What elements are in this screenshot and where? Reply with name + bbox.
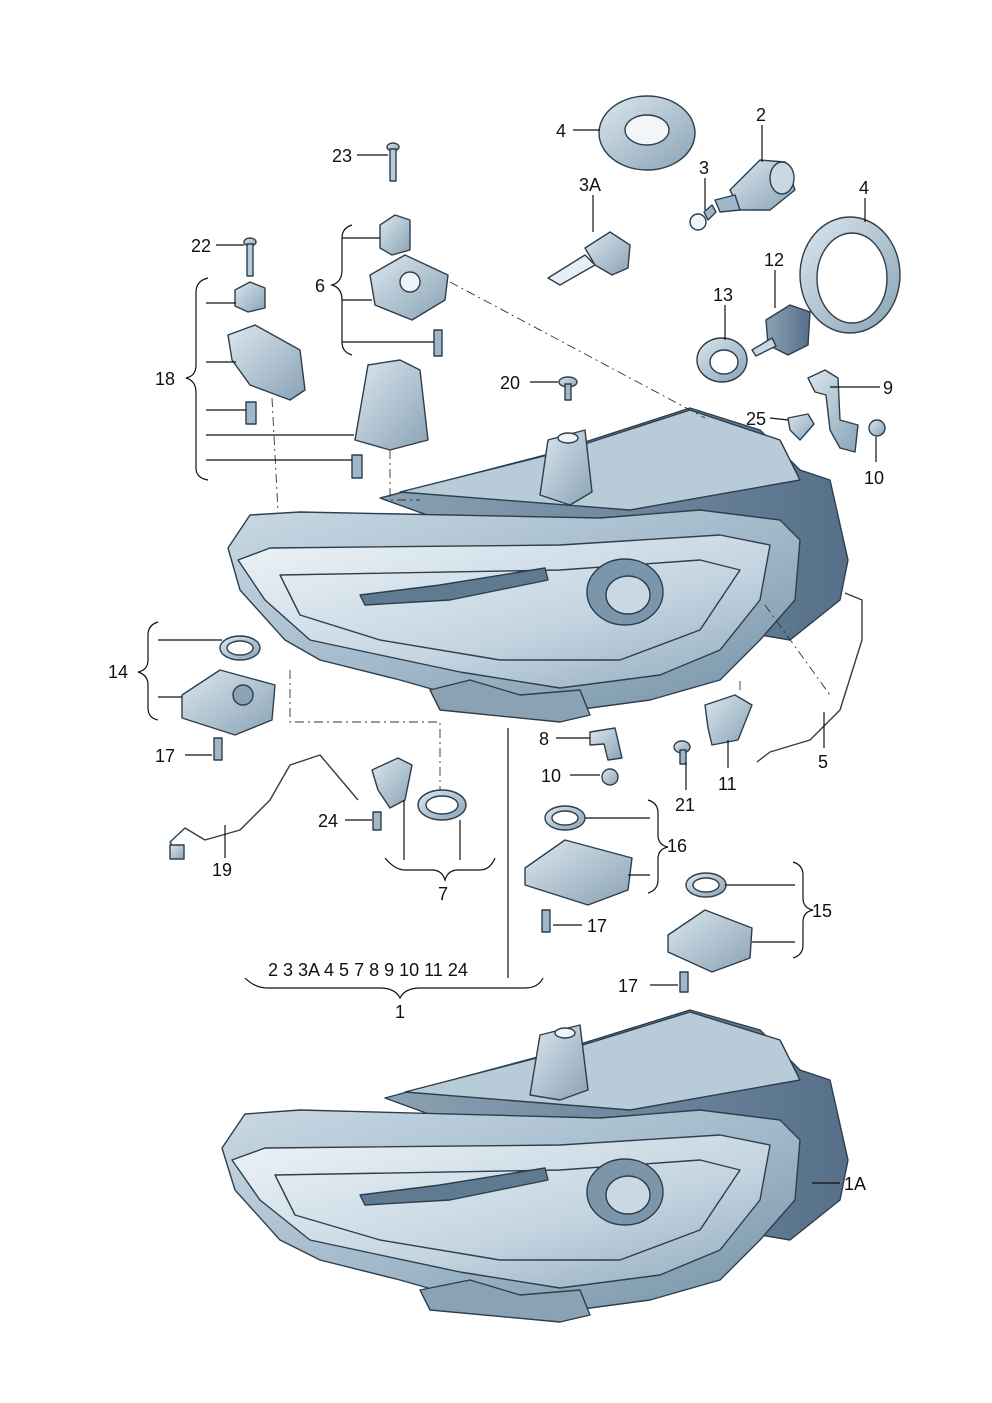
label-16: 16 [667,836,687,856]
vent-plug-upper [868,419,886,437]
bulb-socket [714,159,796,213]
screw-22 [243,237,257,277]
socket-12 [751,304,811,357]
assignment-lines [271,281,831,790]
label-kit-list: 2 3 3A 4 5 7 8 9 10 11 24 [268,960,468,980]
label-18: 18 [155,369,175,389]
ring-adapter [696,337,748,383]
label-13: 13 [713,285,733,305]
cover-cap-large [799,216,901,334]
connector-set-7 [371,757,467,831]
label-1: 1 [395,1002,405,1022]
vent-hose [807,369,859,453]
label-7: 7 [438,884,448,904]
screw-23 [386,142,400,182]
label-24: 24 [318,811,338,831]
leader-lines [137,125,880,1184]
screw-20 [558,376,578,401]
label-15: 15 [812,901,832,921]
label-9: 9 [883,378,893,398]
label-14: 14 [108,662,128,682]
label-25: 25 [746,409,766,429]
label-17b: 17 [587,916,607,936]
gasket-5 [756,592,863,763]
elbow-8 [589,727,623,761]
label-10a: 10 [864,468,884,488]
bracket-11 [704,694,753,746]
bulb-small [689,204,717,231]
part-labels: 4 2 3 3A 4 12 13 9 10 25 20 23 22 6 18 1… [108,105,893,1194]
label-3: 3 [699,158,709,178]
label-23: 23 [332,146,352,166]
headlamp-upper [227,407,849,723]
label-12: 12 [764,250,784,270]
label-2: 2 [756,105,766,125]
bulb-h [547,231,631,286]
label-3A: 3A [579,175,601,195]
control-unit-16 [524,805,633,933]
headlamp-lower [221,1009,849,1323]
label-21: 21 [675,795,695,815]
label-20: 20 [500,373,520,393]
label-11: 11 [718,774,737,794]
label-6: 6 [315,276,325,296]
label-1A: 1A [844,1174,866,1194]
bracket-set-18 [227,281,429,479]
label-22: 22 [191,236,211,256]
label-17c: 17 [618,976,638,996]
control-unit-15 [667,872,753,993]
label-4b: 4 [859,178,869,198]
screw-21 [673,740,691,765]
label-10b: 10 [541,766,561,786]
cable-19-connector [169,844,185,860]
control-unit-14 [181,635,276,761]
cover-cap-small [598,95,696,171]
label-19: 19 [212,860,232,880]
label-8: 8 [539,729,549,749]
cable-19 [169,754,359,856]
clip-25 [787,413,815,441]
bracket-set-6 [369,214,449,357]
label-5: 5 [818,752,828,772]
label-4a: 4 [556,121,566,141]
vent-plug-lower [601,768,619,786]
label-17a: 17 [155,746,175,766]
